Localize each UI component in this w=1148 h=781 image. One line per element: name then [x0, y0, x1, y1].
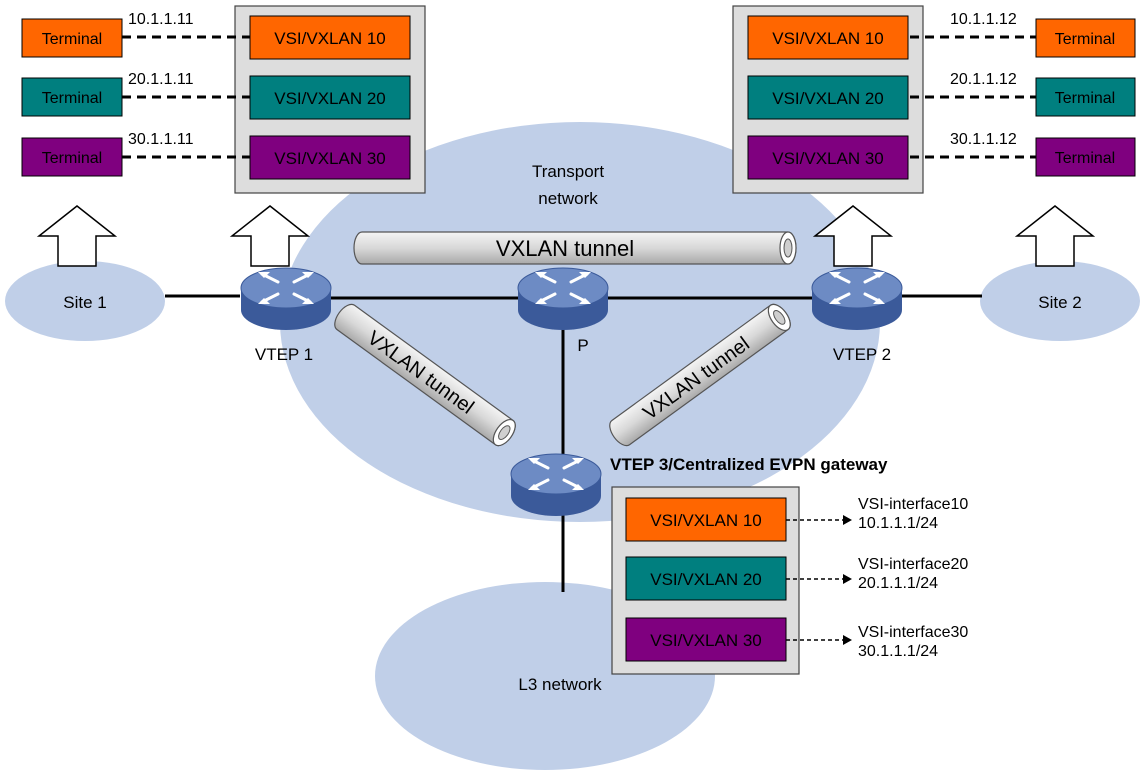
gateway-vsi-30-label: VSI/VXLAN 30 [650, 631, 762, 650]
right-vsi-30-label: VSI/VXLAN 30 [772, 149, 884, 168]
left-terminal-20: Terminal [21, 77, 123, 117]
right-vsi-10-label: VSI/VXLAN 10 [772, 29, 884, 48]
vtep1-router-icon [239, 266, 333, 332]
left-vsi-30: VSI/VXLAN 30 [249, 135, 411, 180]
gateway-arrow-heads [843, 515, 852, 645]
right-terminal-30: Terminal [1035, 137, 1136, 177]
gateway-interface-arrows [786, 519, 844, 641]
vxlan-tunnel-top: VXLAN tunnel [353, 231, 797, 265]
left-ip-10: 10.1.1.11 [128, 11, 194, 28]
vtep3-router-icon [509, 452, 603, 518]
gateway-arrowhead-30 [843, 635, 852, 645]
gateway-vsi-20-label: VSI/VXLAN 20 [650, 570, 762, 589]
left-vsi-10-label: VSI/VXLAN 10 [274, 29, 386, 48]
l3-network-label: L3 network [518, 675, 602, 694]
transport-network-label-1: Transport [532, 162, 604, 181]
gateway-vsi-10-label: VSI/VXLAN 10 [650, 511, 762, 530]
gateway-subnet-20: 20.1.1.1/24 [858, 575, 938, 592]
site1-up-arrow [38, 205, 116, 267]
left-vsi-30-label: VSI/VXLAN 30 [274, 149, 386, 168]
right-terminal-20: Terminal [1035, 77, 1136, 117]
right-ip-20: 20.1.1.12 [950, 71, 1017, 88]
left-terminal-30-label: Terminal [42, 150, 102, 167]
site1-cloud [5, 261, 165, 341]
left-dashed-links [122, 35, 250, 159]
right-vsi-20-label: VSI/VXLAN 20 [772, 89, 884, 108]
vtep3-gateway-label: VTEP 3/Centralized EVPN gateway [610, 455, 888, 474]
right-ip-30: 30.1.1.12 [950, 131, 1017, 148]
gateway-interface-10: VSI-interface10 [858, 496, 968, 513]
vtep2-label: VTEP 2 [833, 345, 891, 364]
left-terminal-20-label: Terminal [42, 90, 102, 107]
vxlan-tunnel-top-label: VXLAN tunnel [496, 236, 634, 261]
right-vsi-30: VSI/VXLAN 30 [747, 135, 909, 180]
site1-label: Site 1 [63, 293, 106, 312]
left-terminal-30: Terminal [21, 137, 123, 177]
network-links [165, 294, 982, 592]
right-dashed-links [910, 35, 1036, 159]
site2-label: Site 2 [1038, 293, 1081, 312]
left-vsi-20: VSI/VXLAN 20 [249, 75, 411, 120]
gateway-vsi-10: VSI/VXLAN 10 [625, 497, 787, 542]
gateway-subnet-10: 10.1.1.1/24 [858, 515, 938, 532]
right-terminal-30-label: Terminal [1055, 150, 1115, 167]
right-vsi-10: VSI/VXLAN 10 [747, 15, 909, 60]
left-vsi-20-label: VSI/VXLAN 20 [274, 89, 386, 108]
site2-up-arrow [1016, 205, 1094, 267]
right-ip-10: 10.1.1.12 [950, 11, 1017, 28]
right-terminal-10-label: Terminal [1055, 31, 1115, 48]
right-terminal-10: Terminal [1035, 18, 1136, 58]
left-ip-30: 30.1.1.11 [128, 131, 194, 148]
left-ip-20: 20.1.1.11 [128, 71, 194, 88]
p-label: P [577, 336, 588, 355]
vtep1-label: VTEP 1 [255, 345, 313, 364]
left-terminal-10: Terminal [21, 18, 123, 58]
vtep2-router-icon [810, 266, 904, 332]
left-vsi-10: VSI/VXLAN 10 [249, 15, 411, 60]
left-terminal-10-label: Terminal [42, 31, 102, 48]
p-router-icon [516, 266, 610, 332]
gateway-interface-20: VSI-interface20 [858, 556, 968, 573]
gateway-vsi-20: VSI/VXLAN 20 [625, 556, 787, 601]
gateway-vsi-30: VSI/VXLAN 30 [625, 617, 787, 662]
right-terminal-20-label: Terminal [1055, 90, 1115, 107]
right-vsi-20: VSI/VXLAN 20 [747, 75, 909, 120]
site2-cloud [980, 261, 1140, 341]
gateway-arrowhead-10 [843, 515, 852, 525]
transport-network-label-2: network [538, 189, 598, 208]
gateway-interface-30: VSI-interface30 [858, 624, 968, 641]
gateway-arrowhead-20 [843, 574, 852, 584]
gateway-subnet-30: 30.1.1.1/24 [858, 643, 938, 660]
